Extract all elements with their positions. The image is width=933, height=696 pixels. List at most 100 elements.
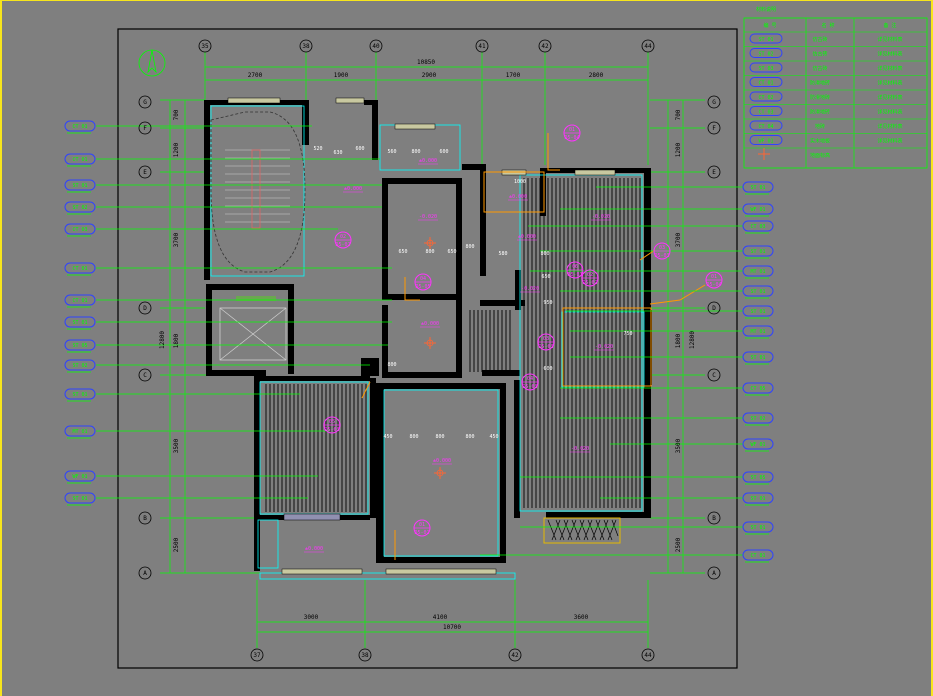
material-tag-left-code: MT 01 [72, 429, 87, 435]
material-tag-right-pill [742, 220, 774, 232]
elevation-label: ±0.000 [509, 194, 527, 200]
material-tag-right-code: ST 02 [750, 416, 765, 422]
legend-header: 名 称 [821, 22, 834, 29]
material-tag-right[interactable]: ST 01 [742, 492, 774, 506]
dim-top-total: 10850 [417, 59, 435, 66]
elevation-label: ±0.000 [305, 546, 323, 552]
axis-bubble-top: 35 [198, 39, 212, 53]
legend-code: CT 02 [758, 95, 773, 101]
material-tags-right[interactable]: ST 01 WF 01 CT 03 ST 01 MT 01 ST 01 ST 01 MT 01… [742, 181, 774, 563]
legend-code: WF 01 [758, 139, 773, 145]
material-tag-left[interactable]: ST 01 [64, 316, 96, 330]
material-tag-right[interactable]: ST 01 [742, 285, 774, 299]
axis-bubble-bottom-label: 37 [253, 652, 261, 659]
material-tag-left-pill [64, 294, 96, 306]
material-tag-left[interactable]: ST 05 [64, 339, 96, 353]
axis-bubble-right-circle [707, 368, 721, 382]
axis-bubble-bottom: 42 [508, 648, 522, 662]
axis-bubble-bottom-circle [641, 648, 655, 662]
material-tag-right[interactable]: CT 03 [742, 220, 774, 234]
material-tag-right-code: CT 05 [750, 386, 765, 392]
dim-left: 2500 [173, 537, 180, 552]
dim-bottom: 4100 [433, 614, 448, 621]
legend-code-pill [749, 120, 783, 131]
material-tag-right[interactable]: CT 05 [742, 382, 774, 396]
material-tag-left-pill [64, 120, 96, 132]
material-tag-left[interactable]: ST 01 [64, 492, 96, 506]
material-tags-left[interactable]: CT 01 CT 01 ST 01 ST 02 CT 03 CT 01 CT 01 ST 01… [64, 120, 96, 506]
axis-bubble-top: 40 [369, 39, 383, 53]
callout-sheet: D5-04 [564, 135, 579, 141]
axis-bubble-left: C [138, 368, 152, 382]
legend-code-pill [749, 48, 783, 58]
axis-bubble-left-label: C [143, 372, 147, 379]
elevation-label: ±0.000 [419, 158, 437, 164]
material-tag-left[interactable]: ST 01 [64, 388, 96, 402]
axis-bubble-right: B [707, 511, 721, 525]
axis-bubble-right: E [707, 165, 721, 179]
material-tag-left-pill [64, 359, 96, 371]
callout-number: 01 [419, 522, 425, 528]
legend-name: 仿古砖 [812, 51, 827, 58]
material-tag-left[interactable]: ST 02 [64, 201, 96, 215]
material-tag-left[interactable]: CT 01 [64, 262, 96, 276]
legend-header: 备 注 [883, 22, 896, 29]
material-tag-left[interactable]: WF 01 [64, 470, 96, 484]
material-tag-left[interactable]: MT 01 [64, 425, 96, 439]
material-tag-right[interactable]: MT 01 [742, 265, 774, 279]
interior-dim: 800 [465, 434, 474, 440]
axis-bubble-top-label: 38 [302, 43, 310, 50]
material-tag-right[interactable]: MT 01 [742, 325, 774, 339]
axis-bubble-top-circle [299, 39, 313, 53]
material-tag-left[interactable]: CT 03 [64, 223, 96, 237]
material-tag-right[interactable]: WF 01 [742, 438, 774, 452]
interior-dim: 450 [489, 434, 498, 440]
material-tag-right[interactable]: ST 05 [742, 471, 774, 485]
material-tag-right[interactable]: ST 01 [742, 305, 774, 319]
axis-bubble-top: 41 [475, 39, 489, 53]
material-tag-left[interactable]: CT 01 [64, 120, 96, 134]
callout-sheet: D5-02 [582, 280, 597, 286]
material-tag-right[interactable]: ST 02 [742, 412, 774, 426]
material-tag-left[interactable]: ST 01 [64, 179, 96, 193]
elevation-marks: ±0.000±0.000-0.020±0.000±0.000-0.020±0.0… [304, 158, 614, 553]
material-tag-right-pill [742, 521, 774, 533]
axis-bubble-right-circle [707, 165, 721, 179]
material-tag-right-pill [742, 382, 774, 394]
dim-bottom-total: 10700 [443, 624, 461, 631]
legend-note: 详见材料表 [877, 123, 902, 130]
material-tag-right[interactable]: ST 01 [742, 521, 774, 535]
material-tag-right[interactable]: ST 01 [742, 351, 774, 365]
material-tag-right[interactable]: ST 01 [742, 245, 774, 259]
material-tag-left[interactable]: ST 02 [64, 359, 96, 373]
material-tag-left[interactable]: CT 01 [64, 294, 96, 308]
material-tag-right[interactable]: CT 01 [742, 549, 774, 563]
interior-dim: 1000 [514, 179, 526, 185]
callout-number: 05 [329, 419, 335, 425]
floor-drain-ring [426, 239, 434, 247]
material-tag-left[interactable]: CT 01 [64, 153, 96, 167]
material-tag-right[interactable]: WF 01 [742, 203, 774, 217]
material-tag-right-code: ST 01 [750, 355, 765, 361]
wood-floor-hatch [265, 178, 641, 512]
material-tag-right-pill [742, 265, 774, 277]
interior-dim: 630 [333, 150, 342, 156]
axis-bubble-bottom-label: 42 [511, 652, 519, 659]
material-tag-right[interactable]: ST 01 [742, 181, 774, 195]
